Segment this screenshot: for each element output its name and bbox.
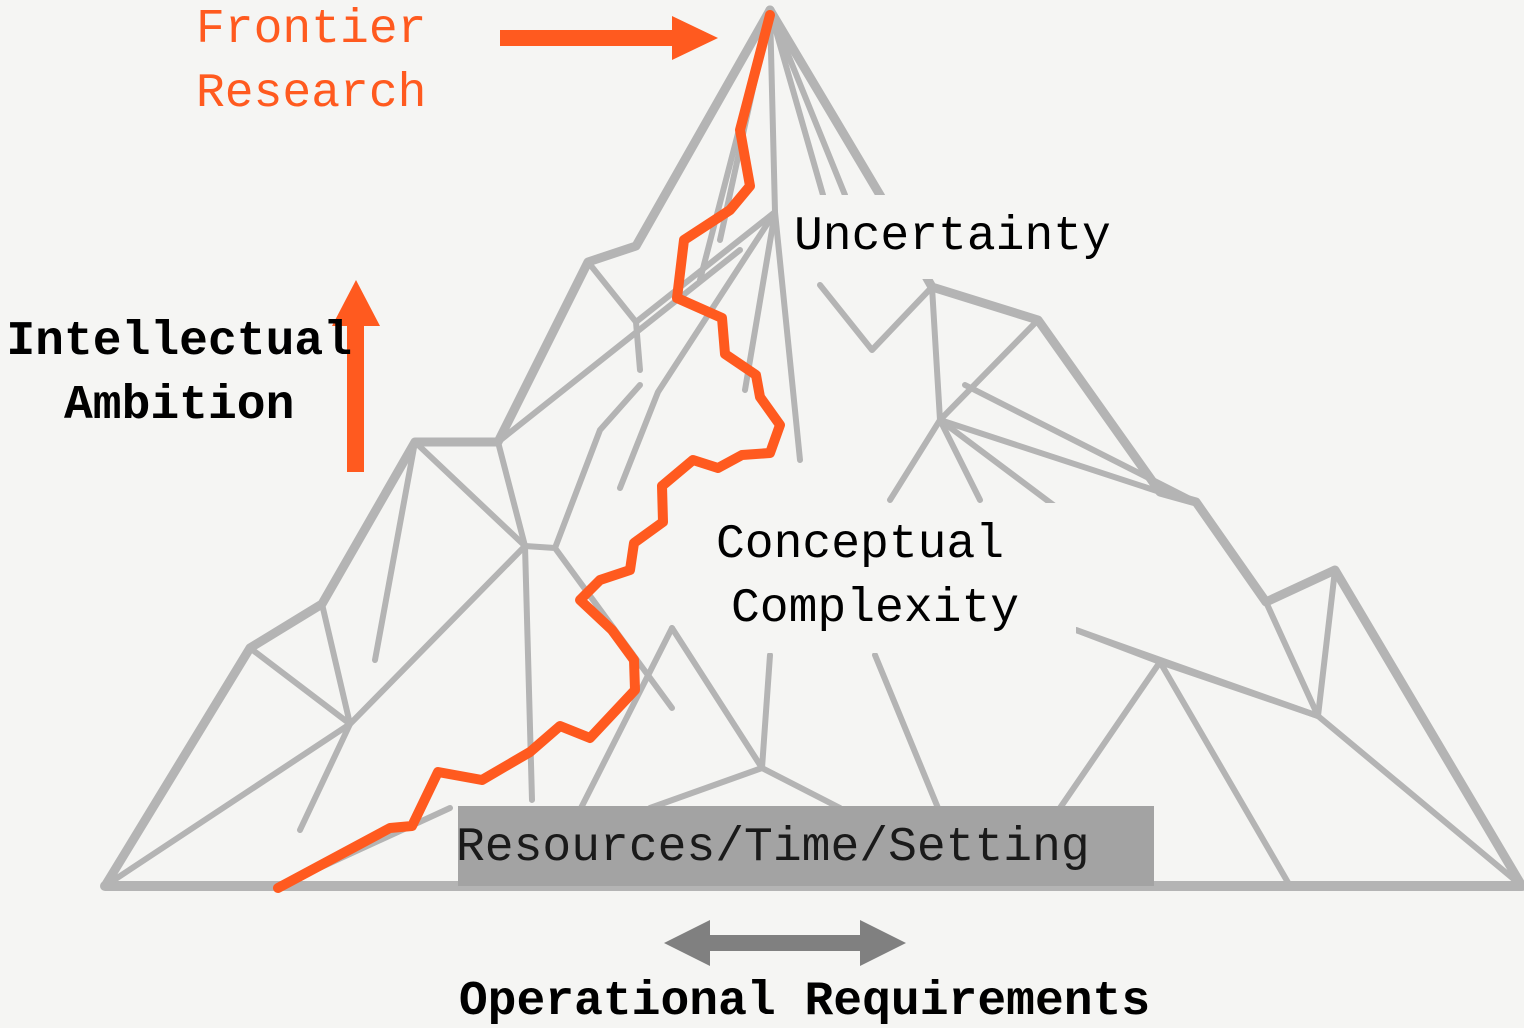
ambition-label-line1: Intellectual [6, 315, 352, 369]
resources-label: Resources/Time/Setting [456, 821, 1090, 875]
complexity-label-bg [706, 503, 1076, 653]
resources-box [458, 806, 1154, 886]
complexity-label-line2: Complexity [731, 582, 1020, 636]
frontier-label-line1: Frontier [196, 3, 427, 57]
mountain-right-outline [765, 5, 1524, 891]
frontier-arrow [500, 16, 718, 60]
operational-double-arrow [664, 920, 906, 966]
ambition-up-arrow [332, 280, 380, 472]
intellectual-ambition-label: Intellectual Ambition [6, 310, 352, 438]
frontier-research-label: Frontier Research [196, 0, 426, 126]
climb-path [273, 10, 785, 893]
ambition-label-line2: Ambition [63, 379, 295, 433]
conceptual-complexity-label: Conceptual Complexity [716, 513, 1019, 641]
operational-requirements-label: Operational Requirements [458, 975, 1151, 1028]
mountain-left-outline [100, 5, 775, 891]
uncertainty-label: Uncertainty [794, 210, 1111, 264]
uncertainty-label-bg [790, 195, 1156, 279]
complexity-label-line1: Conceptual [716, 518, 1005, 572]
mountain-mesh [100, 5, 1524, 891]
frontier-label-line2: Research [196, 67, 427, 121]
